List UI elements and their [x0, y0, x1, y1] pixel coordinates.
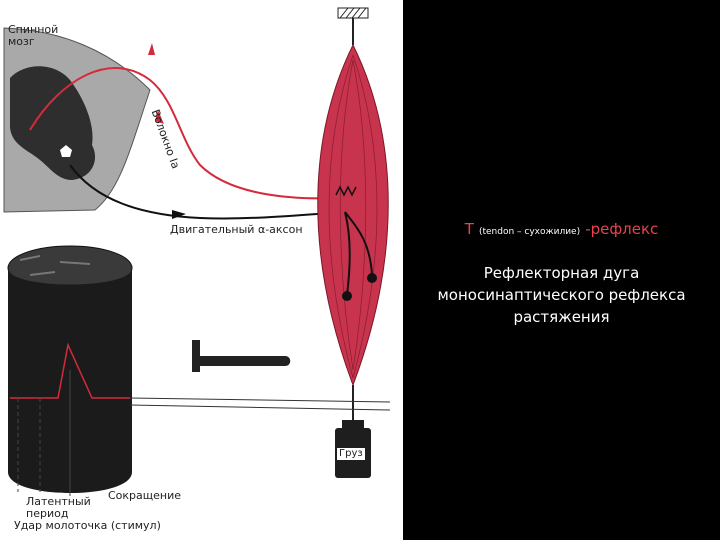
motor-axon-path — [69, 164, 346, 220]
central-canal — [60, 145, 72, 157]
hammer-stimulus-label: Удар молоточка (стимул) — [14, 519, 161, 532]
weight-label: Груз — [337, 448, 365, 460]
grey-matter — [10, 66, 96, 180]
title-letter: Т — [464, 220, 474, 238]
spinal-cord-label: Спинной мозг — [8, 23, 59, 48]
hammer — [192, 340, 200, 372]
fiber-arrow-up — [148, 43, 155, 55]
description-line-2: моносинаптического рефлекса — [437, 286, 686, 304]
motor-axon-arrow — [172, 210, 186, 219]
slide-description: Рефлекторная дуга моносинаптического реф… — [403, 262, 720, 328]
reflex-diagram-panel: Спинной мозг Волокно Ia Двигательный α-а… — [0, 0, 403, 540]
spindle-coil — [335, 185, 357, 197]
title-paren: (tendon – сухожилие) — [478, 227, 581, 237]
latent-period-label: Латентный период — [26, 495, 91, 520]
description-line-3: растяжения — [513, 308, 610, 326]
contraction-trace — [10, 342, 130, 399]
fiber-ia-path — [29, 67, 341, 200]
motor-axon-label: Двигательный α-аксон — [170, 223, 303, 236]
slide-title: Т (tendon – сухожилие) -рефлекс — [403, 219, 720, 238]
fiber-arrow-down — [155, 110, 164, 124]
contraction-label: Сокращение — [108, 489, 182, 502]
slide-text-area: Т (tendon – сухожилие) -рефлекс Рефлекто… — [403, 0, 720, 540]
description-line-1: Рефлекторная дуга — [483, 264, 640, 282]
title-suffix: -рефлекс — [585, 220, 659, 238]
reflex-arc-illustration — [3, 7, 391, 496]
muscle — [317, 43, 389, 387]
